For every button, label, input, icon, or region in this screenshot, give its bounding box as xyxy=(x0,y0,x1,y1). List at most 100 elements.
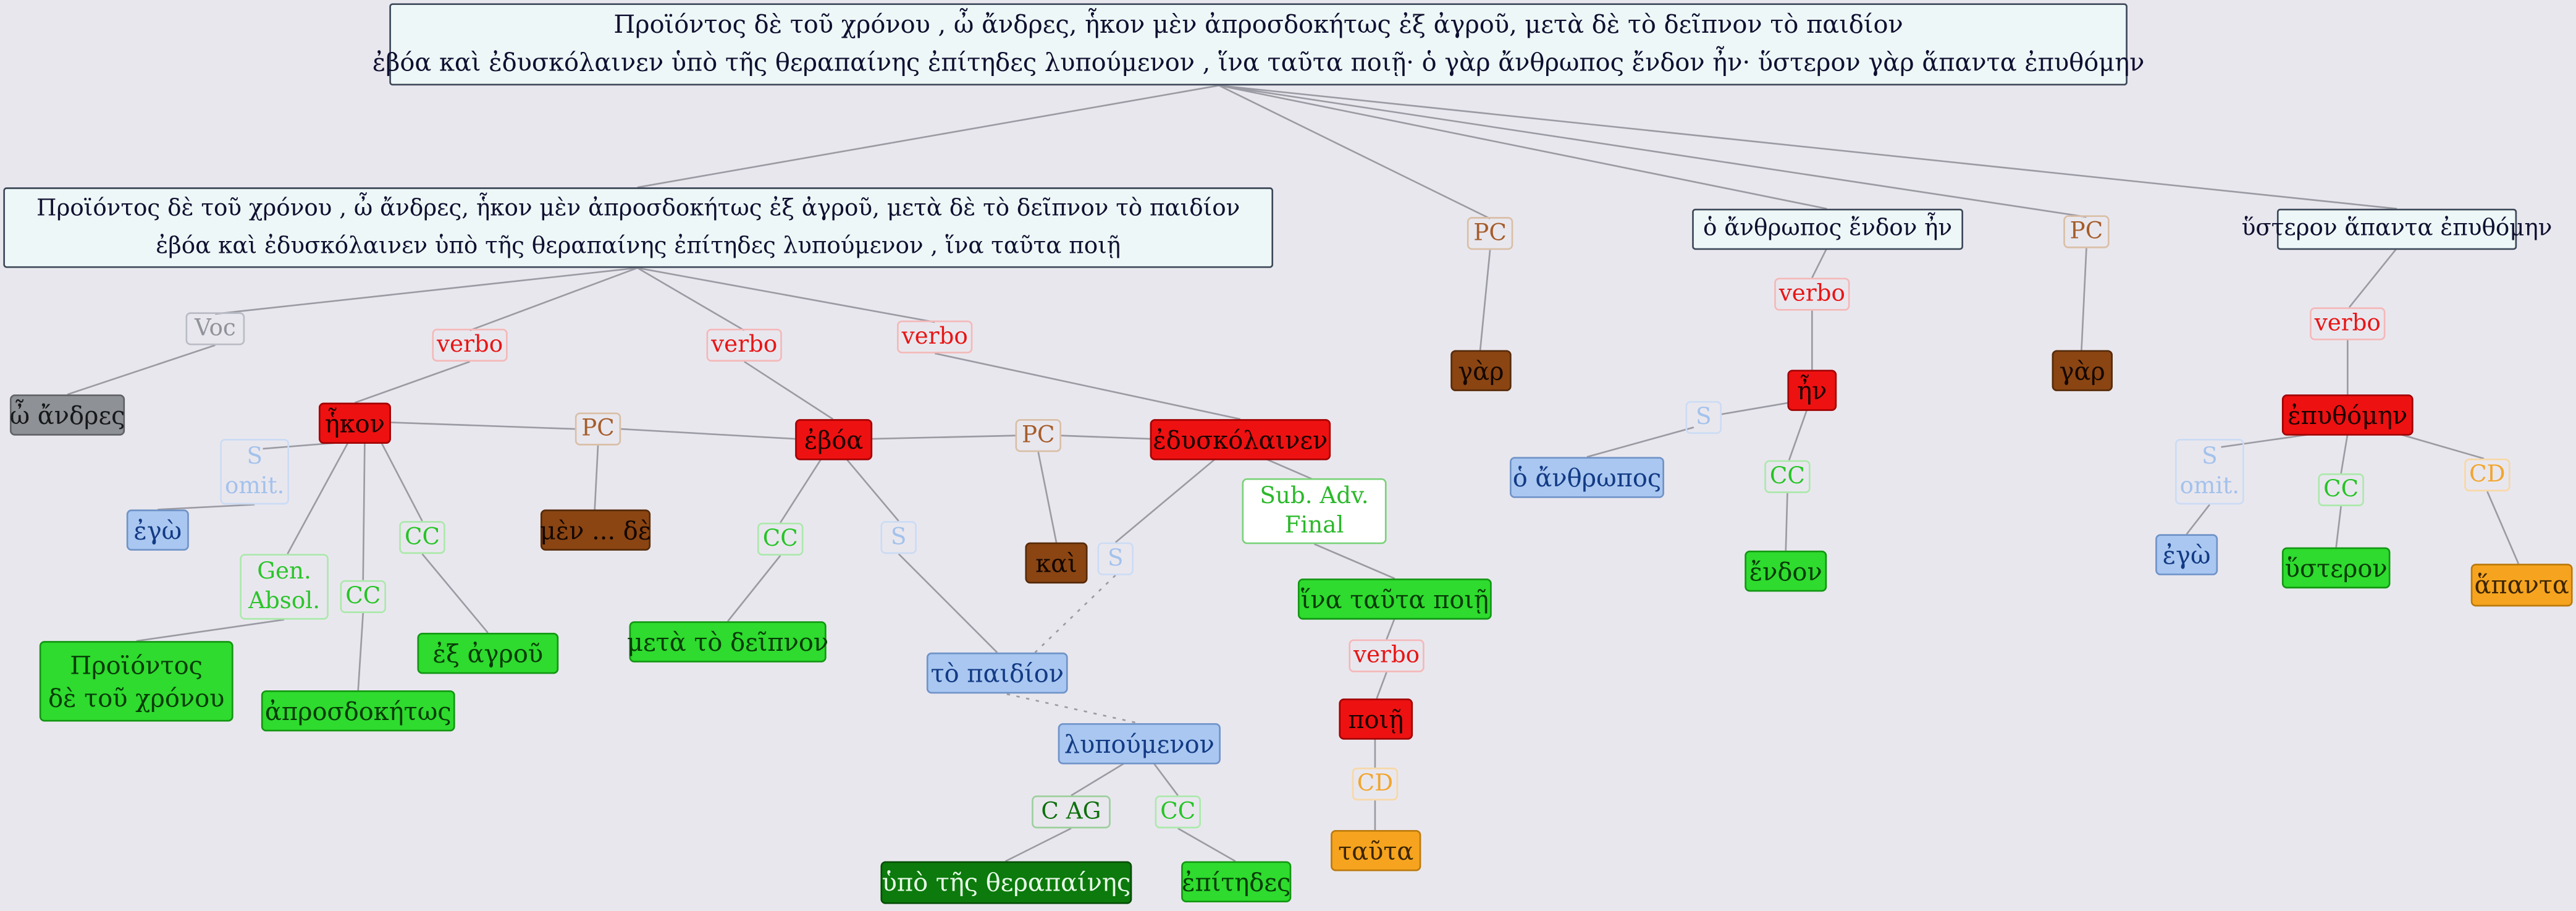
label-subject-1[interactable]: S xyxy=(880,521,917,554)
label-subject-omitted-2[interactable]: S omit. xyxy=(2175,439,2244,505)
label-pc-1[interactable]: PC xyxy=(1467,217,1513,250)
node-aprosdokitos[interactable]: ἀπροσδοκήτως xyxy=(261,690,455,732)
connector xyxy=(1788,409,1808,461)
node-o-andres[interactable]: ὦ ἄνδρες xyxy=(10,394,125,436)
label-genitive-absolute[interactable]: Gen. Absol. xyxy=(240,554,329,620)
node-edyskolainen[interactable]: ἐδυσκόλαινεν xyxy=(1150,419,1331,460)
node-kai[interactable]: καὶ xyxy=(1025,542,1088,584)
connector xyxy=(1071,761,1126,797)
node-poih[interactable]: ποιῇ xyxy=(1339,698,1413,740)
label-verbo-1[interactable]: verbo xyxy=(432,328,508,362)
clause-1-line-2: ἐβόα καὶ ἐδυσκόλαινεν ὑπὸ τῆς θεραπαίνης… xyxy=(156,232,1121,259)
label-subject-3[interactable]: S xyxy=(1685,400,1722,434)
node-endon[interactable]: ἔνδον xyxy=(1745,550,1827,592)
label-s-omit-2-line-1: S xyxy=(2202,444,2218,470)
label-cc-5[interactable]: CC xyxy=(1764,460,1811,493)
label-s-omit-line-1: S xyxy=(246,444,263,470)
node-men-de[interactable]: μὲν ... δὲ xyxy=(540,509,651,551)
node-apanta[interactable]: ἅπαντα xyxy=(2470,564,2573,607)
label-sub-adv-line-2: Final xyxy=(1284,512,1344,540)
connector xyxy=(380,441,423,522)
connector xyxy=(1586,426,1694,458)
clause-box-2[interactable]: ὁ ἄνθρωπος ἔνδον ἦν xyxy=(1692,208,1963,250)
connector xyxy=(67,344,216,396)
connector xyxy=(1219,84,2397,210)
label-cd-2[interactable]: CD xyxy=(2464,458,2511,492)
node-proiontos[interactable]: Προϊόντος δὲ τοῦ χρόνου xyxy=(39,641,234,722)
node-epitedes[interactable]: ἐπίτηδες xyxy=(1181,861,1292,903)
node-o-anthropos[interactable]: ὁ ἄνθρωπος xyxy=(1509,457,1664,498)
node-meta-to-deipnon[interactable]: μετὰ τὸ δεῖπνον xyxy=(627,621,828,663)
label-pc-4[interactable]: PC xyxy=(1015,419,1061,452)
connector xyxy=(2340,433,2349,474)
node-hypo-tes-therapaines[interactable]: ὑπὸ τῆς θεραπαίνης xyxy=(880,861,1132,904)
node-ego-2[interactable]: ἐγὼ xyxy=(2155,534,2218,575)
connector xyxy=(2398,433,2485,460)
label-cd-1[interactable]: CD xyxy=(1352,767,1399,801)
node-gar-1[interactable]: γὰρ xyxy=(1450,350,1512,391)
label-cc-4[interactable]: CC xyxy=(1155,795,1202,829)
label-vocative[interactable]: Voc xyxy=(185,312,245,345)
connector xyxy=(1785,493,1788,551)
node-eboa[interactable]: ἐβόα xyxy=(795,419,873,460)
node-hn[interactable]: ἦν xyxy=(1787,370,1837,411)
connector xyxy=(1386,617,1396,640)
connector xyxy=(1479,250,1491,350)
node-to-paidion[interactable]: τὸ παιδίον xyxy=(926,652,1068,694)
label-verbo-3[interactable]: verbo xyxy=(897,320,973,354)
connector xyxy=(637,267,935,323)
connector xyxy=(1037,452,1058,543)
sentence-line-2: ἐβόα καὶ ἐδυσκόλαινεν ὑπὸ τῆς θεραπαίνης… xyxy=(372,48,2145,77)
node-proiontos-line-1: Προϊόντος xyxy=(70,650,203,680)
label-verbo-4[interactable]: verbo xyxy=(1349,639,1425,672)
label-pc-2[interactable]: PC xyxy=(2063,215,2110,248)
node-ex-agrou[interactable]: ἐξ ἀγροῦ xyxy=(417,632,559,674)
label-subject-2[interactable]: S xyxy=(1097,542,1134,575)
clause-box-3[interactable]: ὕστερον ἅπαντα ἐπυθόμην xyxy=(2242,208,2552,250)
connector xyxy=(136,619,285,642)
node-lypoumenon[interactable]: λυπούμενον xyxy=(1058,723,1221,765)
label-cc-3[interactable]: CC xyxy=(757,522,804,556)
label-cc-2[interactable]: CC xyxy=(399,521,445,554)
node-hina-tauta-poih[interactable]: ἵνα ταῦτα ποιῇ xyxy=(1297,578,1492,620)
clause-1-line-1: Προϊόντος δὲ τοῦ χρόνου , ὦ ἄνδρες, ἧκον… xyxy=(36,195,1240,221)
connector xyxy=(469,267,638,331)
connector xyxy=(1219,84,2087,218)
connector xyxy=(1219,84,1827,210)
connector xyxy=(780,458,822,523)
connector-dotted xyxy=(996,691,1139,724)
node-gar-2[interactable]: γὰρ xyxy=(2052,350,2113,391)
connector xyxy=(215,267,638,315)
label-verbo-2[interactable]: verbo xyxy=(706,328,782,362)
label-verbo-6[interactable]: verbo xyxy=(2310,307,2386,341)
node-ego-1[interactable]: ἐγὼ xyxy=(126,509,189,551)
label-cc-6[interactable]: CC xyxy=(2318,473,2364,507)
label-subject-omitted-1[interactable]: S omit. xyxy=(220,439,290,505)
connector xyxy=(2348,247,2398,308)
connector xyxy=(1721,402,1790,415)
clause-box-1[interactable]: Προϊόντος δὲ τοῦ χρόνου , ὦ ἄνδρες, ἧκον… xyxy=(3,187,1274,268)
label-gen-line-2: Absol. xyxy=(248,588,321,615)
connector xyxy=(1061,434,1150,440)
connector xyxy=(1152,762,1179,796)
connector xyxy=(158,504,255,511)
label-verbo-5[interactable]: verbo xyxy=(1774,278,1850,311)
connector xyxy=(362,442,366,580)
label-pc-3[interactable]: PC xyxy=(575,412,621,446)
label-c-ag[interactable]: C AG xyxy=(1032,795,1111,829)
connector xyxy=(2486,491,2520,564)
node-tauta[interactable]: ταῦτα xyxy=(1331,829,1421,871)
sentence-line-1: Προϊόντος δὲ τοῦ χρόνου , ὦ ἄνδρες, ἧκον… xyxy=(613,9,1903,40)
node-proiontos-line-2: δὲ τοῦ χρόνου xyxy=(48,682,225,713)
connector xyxy=(845,458,899,522)
label-sub-adv-final[interactable]: Sub. Adv. Final xyxy=(1242,478,1387,544)
connector xyxy=(1218,85,1491,219)
label-cc-1[interactable]: CC xyxy=(340,580,386,613)
connector xyxy=(287,441,349,554)
node-hkon[interactable]: ἧκον xyxy=(318,402,391,444)
connector xyxy=(357,612,364,691)
connector xyxy=(1265,457,1315,481)
node-epythomen[interactable]: ἐπυθόμην xyxy=(2281,394,2414,436)
connector xyxy=(2335,506,2342,548)
node-ysteron[interactable]: ὕστερον xyxy=(2281,547,2391,589)
